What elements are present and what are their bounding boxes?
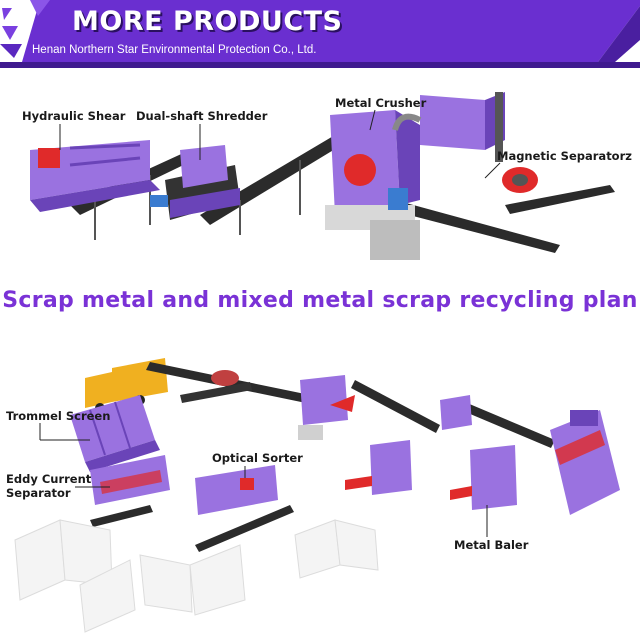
label-magnetic-separator: Magnetic Separatorz bbox=[497, 149, 632, 163]
conveyor-belt bbox=[195, 505, 294, 552]
conveyor-belt bbox=[505, 185, 615, 214]
storage-bins bbox=[14, 519, 379, 633]
metal-crusher-machine bbox=[325, 110, 420, 260]
label-metal-crusher: Metal Crusher bbox=[335, 96, 427, 110]
optical-sorter-machine bbox=[195, 465, 278, 515]
conveyor-belt bbox=[456, 400, 555, 448]
label-trommel-screen: Trommel Screen bbox=[6, 409, 111, 423]
secondary-shredder bbox=[440, 395, 472, 430]
label-dual-shaft-shredder: Dual-shaft Shredder bbox=[136, 109, 268, 123]
conveyor-belt bbox=[90, 505, 153, 527]
conveyor-belt bbox=[351, 380, 440, 433]
metal-baler-left bbox=[345, 440, 412, 495]
conveyor-belt bbox=[180, 382, 252, 403]
hydraulic-shear-machine bbox=[30, 140, 160, 212]
header-title: MORE PRODUCTS bbox=[72, 6, 343, 37]
conveyor-belt bbox=[390, 200, 560, 253]
company-name: Henan Northern Star Environmental Protec… bbox=[32, 44, 317, 56]
magnetic-separator-machine bbox=[502, 167, 538, 193]
label-separator: Separator bbox=[6, 486, 71, 500]
label-optical-sorter: Optical Sorter bbox=[212, 451, 303, 465]
label-hydraulic-shear: Hydraulic Shear bbox=[22, 109, 126, 123]
main-title: Scrap metal and mixed metal scrap recycl… bbox=[2, 288, 638, 313]
secondary-crusher bbox=[298, 375, 355, 440]
metal-baler-right bbox=[450, 445, 517, 510]
eddy-current-separator-machine bbox=[90, 455, 170, 505]
header-banner bbox=[0, 0, 640, 68]
trommel-screen-machine bbox=[70, 395, 160, 472]
label-metal-baler: Metal Baler bbox=[454, 538, 529, 552]
dust-collector bbox=[392, 92, 505, 162]
dual-shaft-shredder-machine bbox=[150, 145, 240, 220]
label-eddy-current: Eddy Current bbox=[6, 472, 92, 486]
large-baler bbox=[550, 410, 620, 515]
